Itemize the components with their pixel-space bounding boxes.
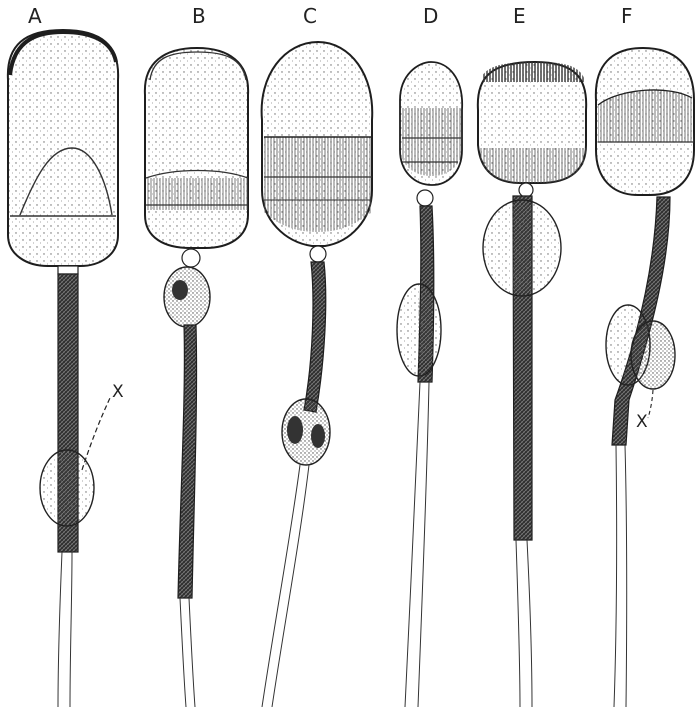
- sperm-b: [145, 48, 248, 707]
- sperm-a: [8, 30, 118, 707]
- sperm-f: [596, 48, 694, 707]
- sperm-e: [478, 62, 586, 707]
- sperm-d: [397, 62, 462, 707]
- sperm-c: [262, 42, 373, 707]
